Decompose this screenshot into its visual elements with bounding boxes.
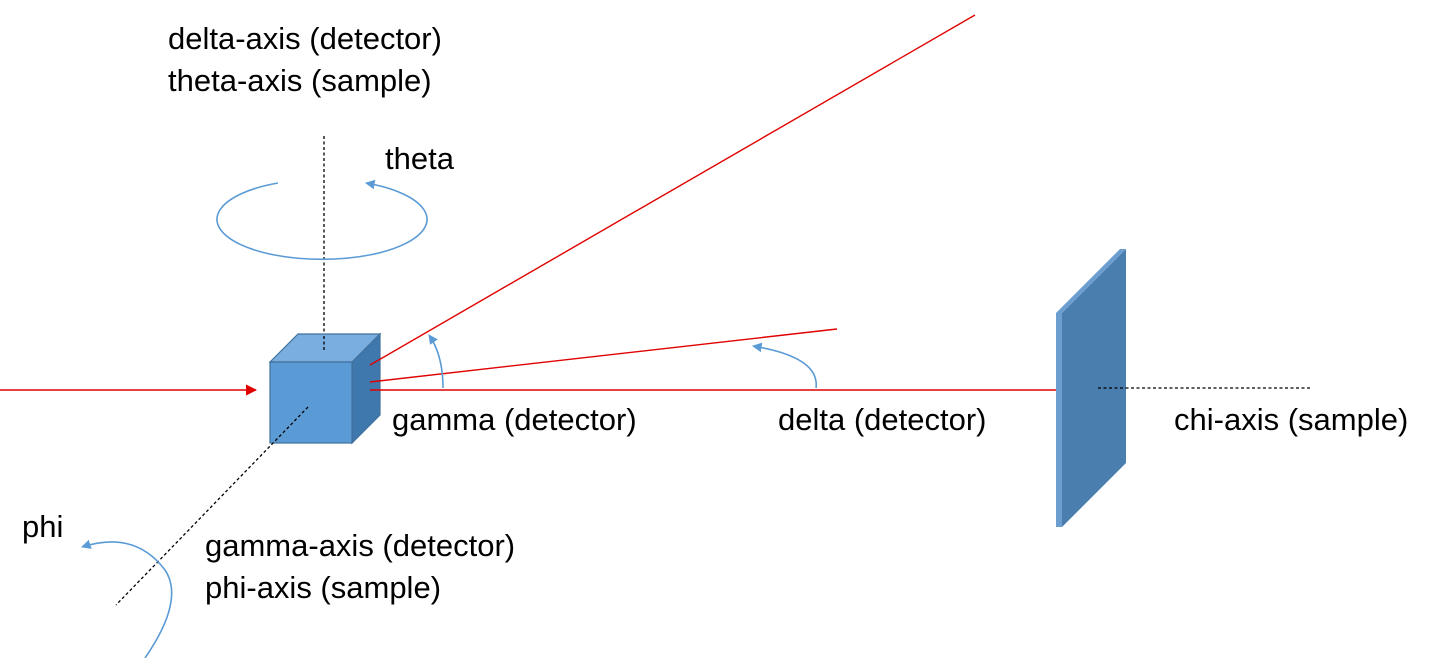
- vertical-axis-label: delta-axis (detector) theta-axis (sample…: [168, 18, 442, 102]
- gamma-beam: [369, 14, 976, 366]
- sample-cube: [268, 332, 382, 445]
- diagonal-axis-line: [115, 406, 309, 606]
- detector-top-edge: [1056, 249, 1126, 313]
- chi-axis-label: chi-axis (sample): [1174, 402, 1409, 437]
- cube-front-face: [269, 361, 353, 444]
- theta-axis-label: theta-axis (sample): [168, 63, 432, 98]
- phi-label: phi: [22, 509, 64, 544]
- detector-face: [1062, 249, 1126, 527]
- delta-angle-arrow: [752, 342, 817, 389]
- phi-axis-label: phi-axis (sample): [205, 570, 442, 605]
- delta-label: delta (detector): [778, 402, 987, 437]
- phi-rotation-arrow: [81, 539, 173, 658]
- gamma-axis-label: gamma-axis (detector): [205, 528, 516, 563]
- gamma-label: gamma (detector): [392, 402, 637, 437]
- theta-rotation-arrow: [216, 179, 428, 261]
- theta-label: theta: [385, 141, 454, 176]
- gamma-angle-arrow: [428, 334, 444, 389]
- detector-side-edge: [1056, 313, 1062, 527]
- delta-beam: [369, 328, 838, 383]
- detector-plate: [1056, 249, 1126, 527]
- delta-axis-label: delta-axis (detector): [168, 21, 442, 56]
- horizontal-axis-label: gamma-axis (detector) phi-axis (sample): [205, 525, 515, 609]
